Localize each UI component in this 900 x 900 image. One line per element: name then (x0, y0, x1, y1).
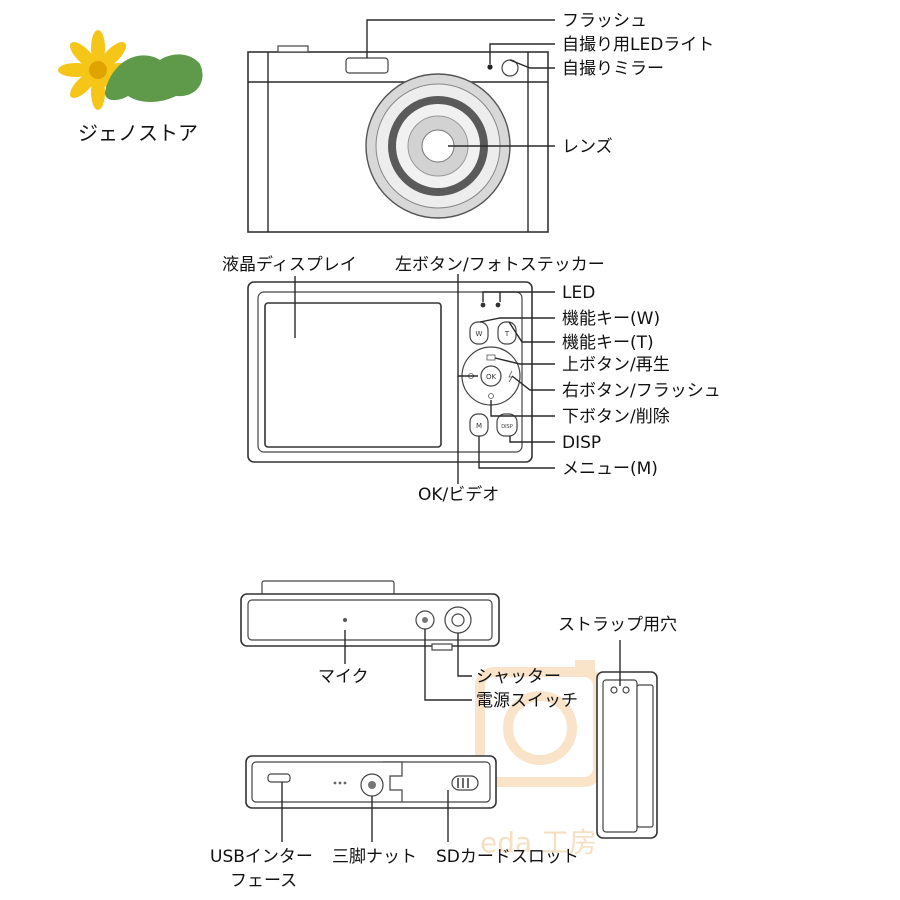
label-func-w: 機能キー(W) (562, 309, 660, 329)
label-menu: メニュー(M) (562, 459, 658, 479)
label-usb-2: フェース (230, 871, 297, 891)
usb-port (267, 773, 291, 783)
label-tripod: 三脚ナット (332, 847, 417, 867)
disp-button: DISP (496, 413, 518, 437)
label-shutter: シャッター (476, 667, 561, 687)
watermark: eda 工房 (475, 660, 603, 859)
svg-text:DISP: DISP (501, 424, 513, 430)
svg-text:W: W (476, 330, 483, 338)
svg-text:T: T (504, 330, 510, 338)
camera-back-view: W T OK M DISP (222, 254, 721, 505)
led-indicator-2 (495, 302, 501, 308)
label-usb-1: USBインター (210, 847, 313, 867)
brand-logo: ジェノストア (58, 30, 203, 145)
lcd-display (264, 302, 442, 448)
delete-icon (488, 393, 494, 399)
led-indicator-1 (480, 302, 486, 308)
label-disp: DISP (562, 433, 601, 453)
camera-top-view: マイク シャッター 電源スイッチ (240, 580, 578, 711)
label-lens: レンズ (562, 137, 613, 157)
label-right-button: 右ボタン/フラッシュ (562, 381, 721, 401)
label-down-button: 下ボタン/削除 (562, 407, 670, 427)
label-power: 電源スイッチ (476, 691, 578, 711)
label-lcd: 液晶ディスプレイ (222, 254, 357, 275)
label-ok: OK/ビデオ (418, 484, 499, 505)
brand-name: ジェノストア (78, 121, 198, 145)
label-up-button: 上ボタン/再生 (562, 355, 670, 375)
play-icon (486, 354, 496, 361)
t-button: T (497, 321, 517, 345)
label-led: LED (562, 283, 595, 303)
top-button (277, 45, 309, 53)
flash-icon (508, 370, 513, 383)
camera-front-view: フラッシュ 自撮り用LEDライト 自撮りミラー レンズ (247, 11, 714, 233)
label-mic: マイク (318, 667, 369, 687)
lens-icon (365, 73, 511, 219)
svg-text:OK: OK (486, 373, 497, 381)
label-flash: フラッシュ (562, 11, 647, 31)
label-func-t: 機能キー(T) (562, 333, 654, 353)
mic-hole (343, 618, 347, 622)
label-selfie-mirror: 自撮りミラー (562, 59, 664, 79)
strap-hole-1 (610, 686, 618, 694)
ok-button (480, 365, 502, 387)
sd-card-slot (451, 775, 479, 791)
w-button: W (469, 321, 489, 345)
watermark-text: eda 工房 (480, 826, 597, 859)
label-left-button: 左ボタン/フォトステッカー (395, 255, 605, 275)
label-selfie-led: 自撮り用LEDライト (562, 35, 714, 55)
camera-bottom-view: USBインター フェース 三脚ナット SDカードスロット (210, 755, 579, 891)
d-pad: OK (461, 346, 521, 406)
menu-button: M (469, 413, 489, 437)
battery-door (383, 761, 403, 802)
strap-hole-2 (622, 686, 630, 694)
selfie-led (487, 64, 493, 70)
label-sd: SDカードスロット (436, 847, 579, 867)
label-strap: ストラップ用穴 (558, 615, 677, 635)
flash-window (345, 57, 389, 74)
flower-icon (58, 30, 203, 110)
svg-text:M: M (476, 422, 482, 430)
camera-side-view: ストラップ用穴 (558, 615, 677, 839)
